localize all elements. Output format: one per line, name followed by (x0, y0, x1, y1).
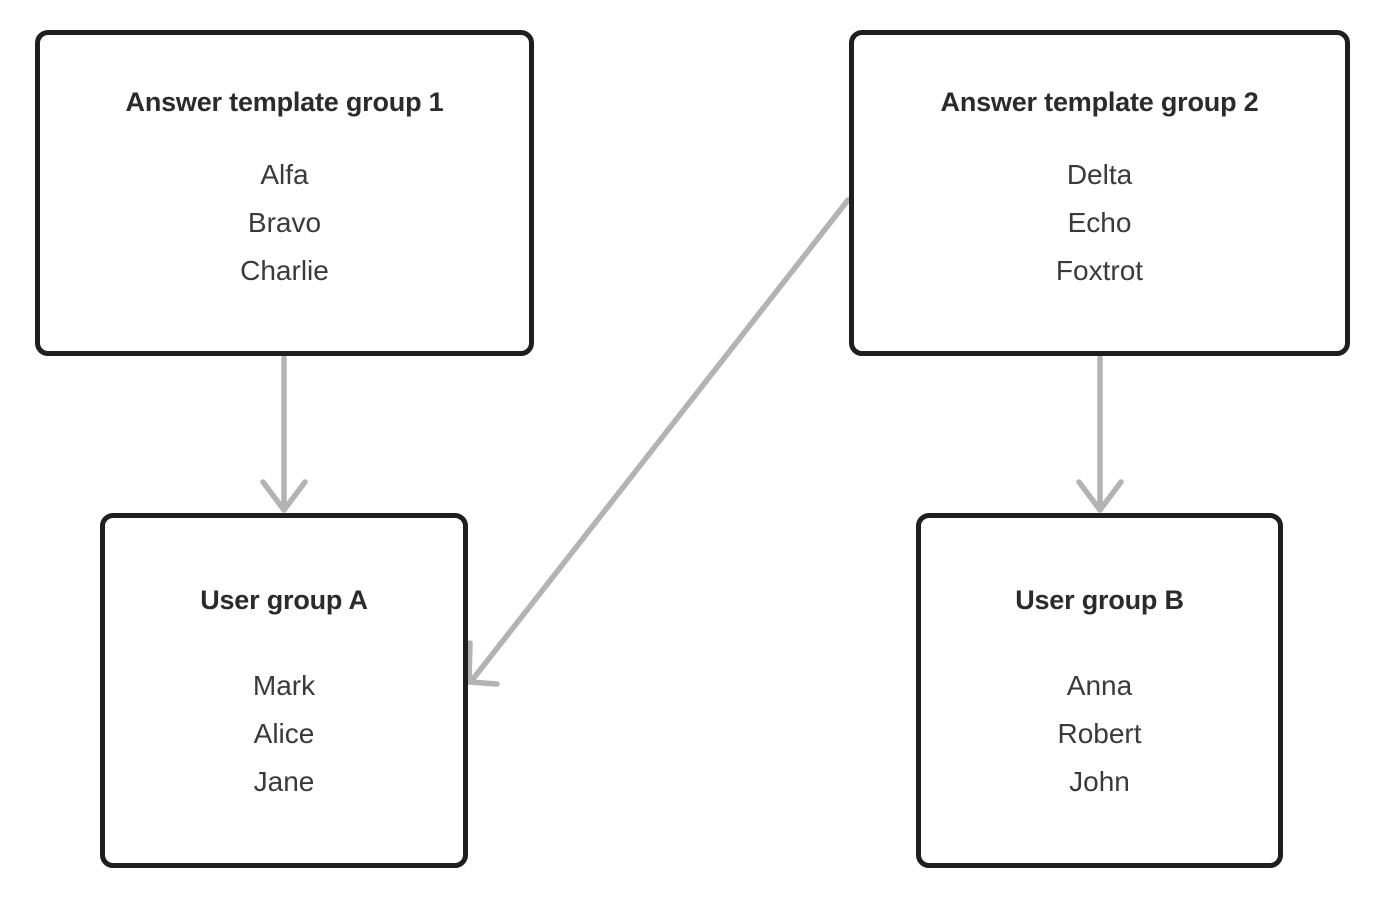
node-answer-template-group-2[interactable]: Answer template group 2 Delta Echo Foxtr… (849, 30, 1350, 356)
list-item: Alfa (260, 159, 309, 191)
node-user-group-a[interactable]: User group A Mark Alice Jane (100, 513, 468, 868)
node-title: User group A (200, 585, 368, 615)
node-user-group-b[interactable]: User group B Anna Robert John (916, 513, 1283, 868)
arrowhead-icon (260, 479, 308, 513)
list-item: John (1069, 766, 1130, 798)
list-item: Jane (253, 766, 315, 798)
list-item: Anna (1066, 670, 1133, 702)
list-item: Echo (1067, 207, 1132, 239)
list-item: Mark (252, 670, 316, 702)
list-item: Robert (1057, 718, 1142, 750)
node-title: User group B (1015, 585, 1184, 615)
node-item-list: Mark Alice Jane (105, 662, 463, 806)
node-item-list: Alfa Bravo Charlie (40, 151, 529, 295)
edge-atg2-to-user-group-b (1076, 355, 1124, 513)
edge-atg1-to-user-group-a (260, 355, 308, 513)
list-item: Charlie (240, 255, 329, 287)
list-item: Bravo (247, 207, 322, 239)
list-item: Delta (1066, 159, 1133, 191)
list-item: Foxtrot (1055, 255, 1144, 287)
node-item-list: Anna Robert John (921, 662, 1278, 806)
list-item: Alice (253, 718, 315, 750)
node-title: Answer template group 1 (125, 87, 444, 117)
node-title: Answer template group 2 (940, 87, 1259, 117)
node-item-list: Delta Echo Foxtrot (854, 151, 1345, 295)
arrowhead-icon (466, 640, 500, 687)
arrowhead-icon (1076, 479, 1124, 513)
node-answer-template-group-1[interactable]: Answer template group 1 Alfa Bravo Charl… (35, 30, 534, 356)
